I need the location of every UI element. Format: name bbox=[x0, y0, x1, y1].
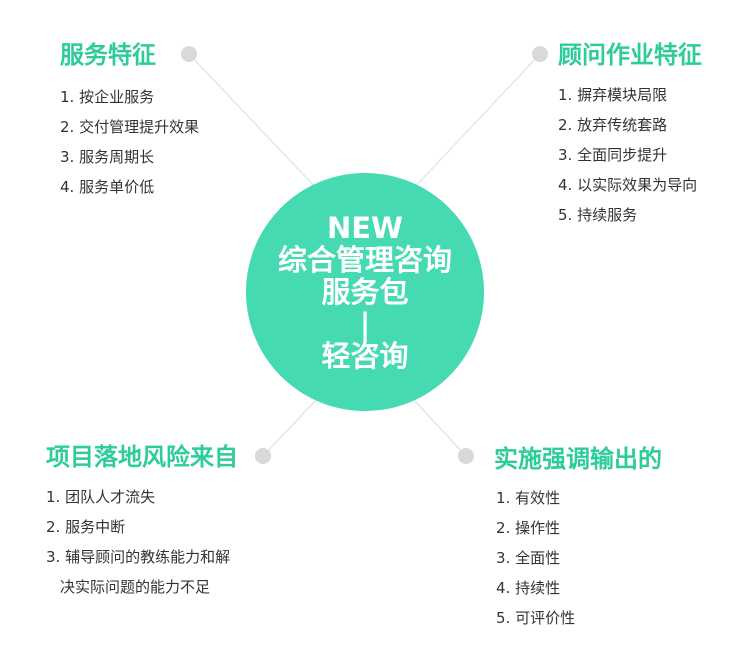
list-item: 2. 交付管理提升效果 bbox=[60, 118, 200, 136]
dot-bottom-right bbox=[458, 448, 474, 464]
list-item: 2. 服务中断 bbox=[46, 518, 126, 536]
list-item: 2. 操作性 bbox=[496, 519, 561, 537]
list-output-emphasis: 1. 有效性 2. 操作性 3. 全面性 4. 持续性 5. 可评价性 bbox=[496, 483, 575, 633]
list-service-features: 1. 按企业服务 2. 交付管理提升效果 3. 服务周期长 4. 服务单价低 bbox=[60, 82, 199, 202]
list-item: 1. 按企业服务 bbox=[60, 88, 155, 106]
connector-top-left bbox=[188, 53, 319, 191]
center-line-separator: | bbox=[359, 307, 371, 341]
list-item: 3. 全面性 bbox=[496, 549, 561, 567]
center-line-package: 服务包 bbox=[321, 275, 409, 309]
heading-output-emphasis: 实施强调输出的 bbox=[494, 445, 662, 473]
list-item: 4. 以实际效果为导向 bbox=[558, 176, 698, 194]
list-item: 1. 团队人才流失 bbox=[46, 488, 156, 506]
heading-consultant-features: 顾问作业特征 bbox=[558, 41, 702, 69]
list-item: 2. 放弃传统套路 bbox=[558, 116, 668, 134]
list-project-risks: 1. 团队人才流失 2. 服务中断 3. 辅导顾问的教练能力和解 决实际问题的能… bbox=[46, 482, 230, 602]
list-item: 1. 摒弃模块局限 bbox=[558, 86, 668, 104]
list-item: 4. 服务单价低 bbox=[60, 178, 155, 196]
center-line-light: 轻咨询 bbox=[321, 339, 409, 373]
dot-bottom-left bbox=[255, 448, 271, 464]
heading-service-features: 服务特征 bbox=[60, 41, 156, 69]
dot-top-right bbox=[532, 46, 548, 62]
center-circle: NEW 综合管理咨询 服务包 | 轻咨询 bbox=[246, 173, 484, 411]
list-item: 3. 全面同步提升 bbox=[558, 146, 668, 164]
list-item: 3. 辅导顾问的教练能力和解 bbox=[46, 548, 231, 566]
center-line-new: NEW bbox=[326, 211, 404, 245]
list-item: 5. 持续服务 bbox=[558, 206, 638, 224]
list-item-continuation: 决实际问题的能力不足 bbox=[60, 578, 211, 596]
list-item: 5. 可评价性 bbox=[496, 609, 576, 627]
list-item: 1. 有效性 bbox=[496, 489, 561, 507]
list-consultant-features: 1. 摒弃模块局限 2. 放弃传统套路 3. 全面同步提升 4. 以实际效果为导… bbox=[558, 80, 697, 230]
center-line-title: 综合管理咨询 bbox=[277, 243, 452, 277]
list-item: 3. 服务周期长 bbox=[60, 148, 155, 166]
connector-bottom-right bbox=[411, 397, 467, 457]
dot-top-left bbox=[181, 46, 197, 62]
list-item: 4. 持续性 bbox=[496, 579, 561, 597]
connector-bottom-left bbox=[262, 397, 319, 457]
heading-project-risks: 项目落地风险来自 bbox=[46, 443, 238, 471]
connector-top-right bbox=[411, 53, 541, 191]
